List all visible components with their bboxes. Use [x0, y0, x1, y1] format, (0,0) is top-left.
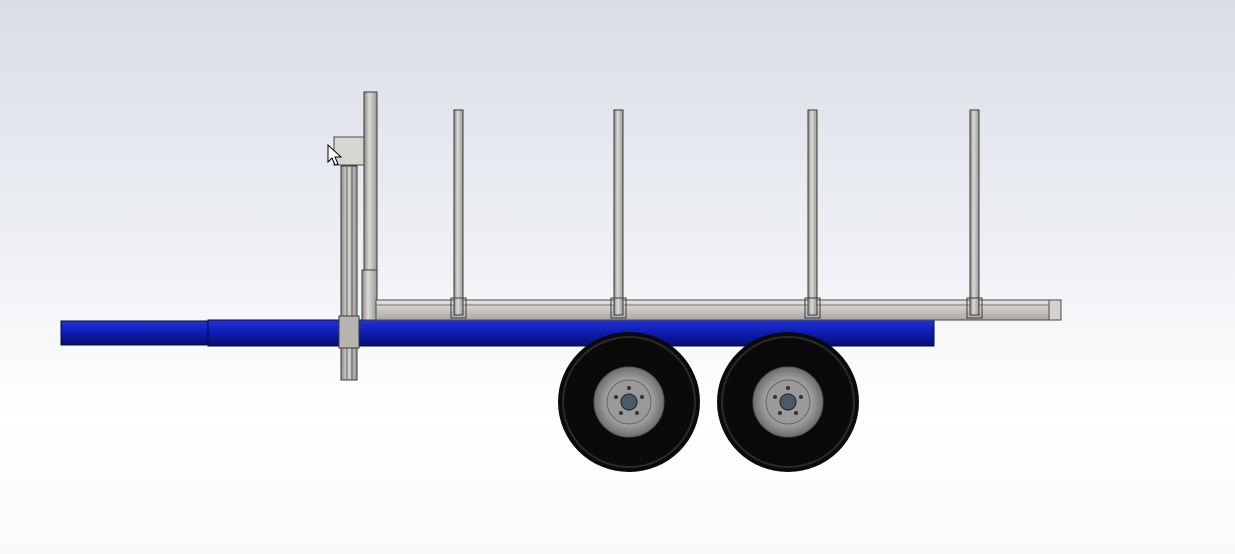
- arrow-pointer-icon: [327, 143, 343, 166]
- drawbar[interactable]: [60, 320, 212, 346]
- stake[interactable]: [966, 109, 983, 319]
- stake[interactable]: [610, 109, 627, 319]
- headboard[interactable]: [361, 91, 378, 321]
- crane-post[interactable]: [338, 165, 360, 381]
- stake[interactable]: [804, 109, 821, 319]
- stake[interactable]: [450, 109, 467, 319]
- wheel[interactable]: [717, 332, 859, 472]
- post-bracket[interactable]: [333, 136, 365, 166]
- drawbar-sleeve[interactable]: [207, 319, 345, 347]
- loading-bed[interactable]: [375, 299, 1062, 321]
- wheel[interactable]: [558, 332, 700, 472]
